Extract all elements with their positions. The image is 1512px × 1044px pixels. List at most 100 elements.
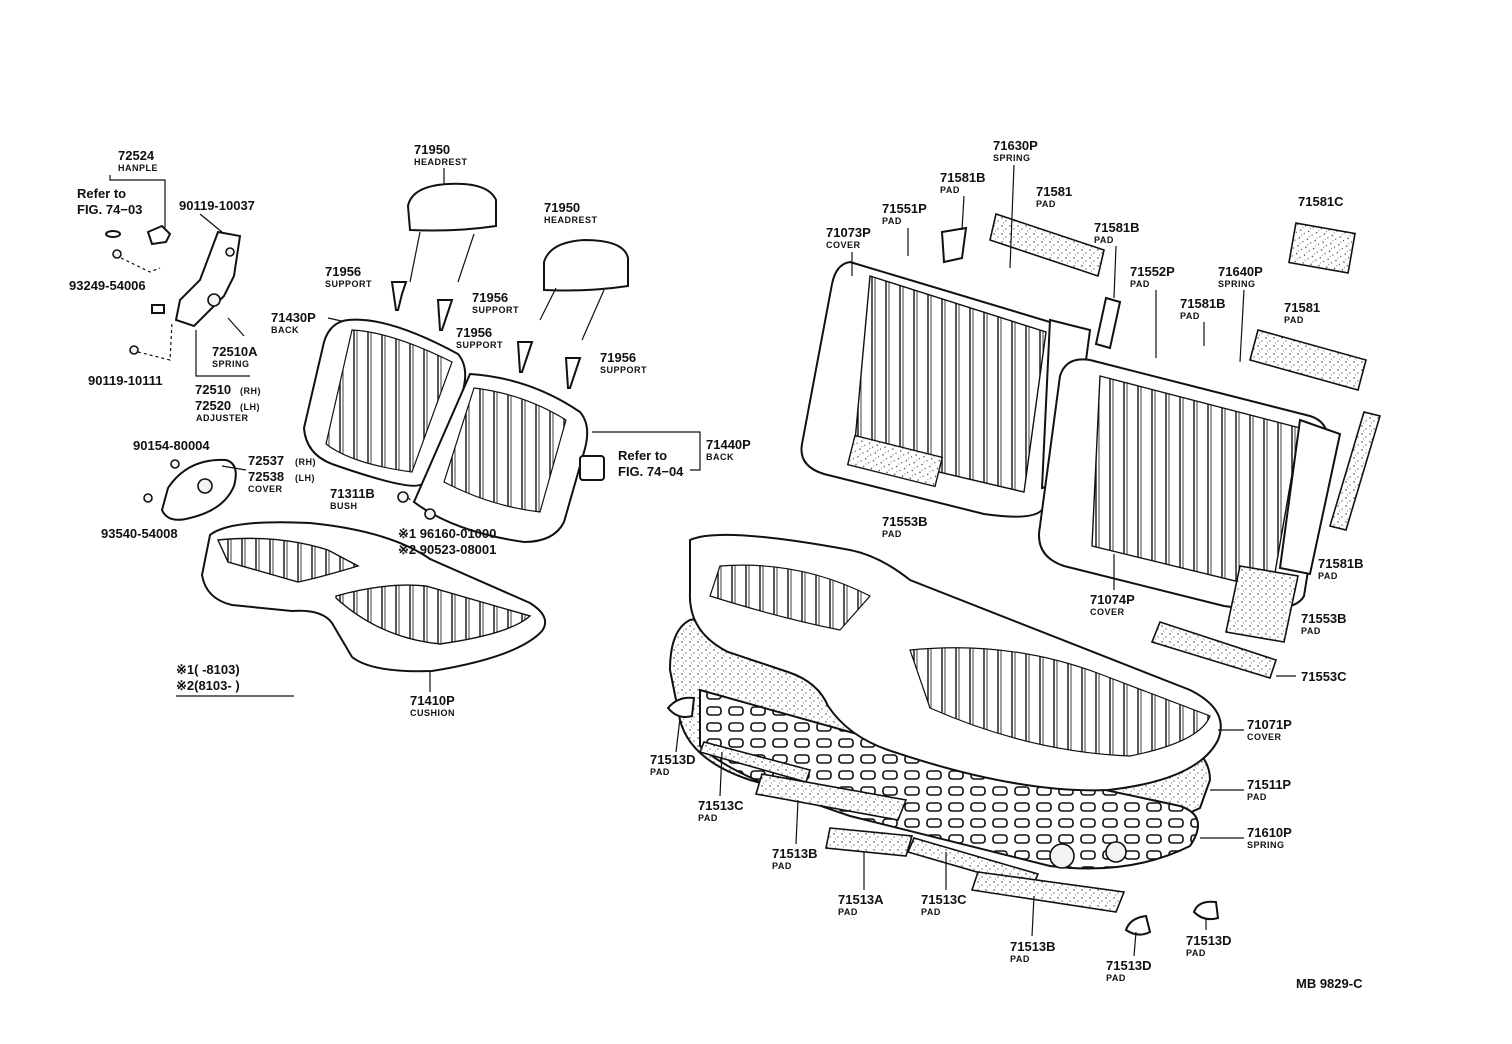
headrest-right-post-b (581, 289, 605, 341)
label-72510-num: 72510 (195, 382, 231, 397)
back-latch (579, 455, 605, 481)
label-71513c-a-num: 71513C (698, 798, 744, 813)
label-90119a: 90119-10037 (179, 198, 255, 213)
label-71610p-num: 71610P (1247, 825, 1292, 840)
label-71581b-d-sub: PAD (1318, 571, 1338, 581)
screw-90154 (170, 459, 180, 469)
seat-back-right-frame (1278, 418, 1342, 576)
label-90154: 90154-80004 (133, 438, 210, 453)
spring-71610p (699, 688, 1199, 870)
pad-71581b-a (940, 226, 968, 264)
pad-71513b-b (970, 871, 1126, 913)
label-90523: ※2 90523-08001 (398, 542, 496, 557)
label-71440p-sub: BACK (706, 452, 734, 462)
spring-72510a (227, 317, 245, 337)
label-71513c-b-num: 71513C (921, 892, 967, 907)
bush-71311b (397, 491, 409, 503)
label-71956d-num: 71956 (600, 350, 636, 365)
pad-71513d-a (666, 696, 696, 718)
leader-71513d-b (1133, 931, 1137, 957)
label-71551p-num: 71551P (882, 201, 927, 216)
label-96160: ※1 96160-01000 (398, 526, 496, 541)
pad-71513d-c (1192, 900, 1220, 921)
seat-back-left-pleats (853, 275, 1047, 493)
leader-71513c-a (719, 751, 723, 797)
label-71513c-b-sub: PAD (921, 907, 941, 917)
screw-93540 (143, 493, 153, 503)
refer2-line1: Refer to (618, 448, 667, 463)
label-71553c-num: 71553C (1301, 669, 1347, 684)
pad-71553c (1150, 621, 1278, 679)
label-71513d-c-num: 71513D (1186, 933, 1232, 948)
headrest-right-post-a (539, 287, 557, 321)
dash-90119b (137, 321, 173, 361)
back-right-pleats (443, 387, 567, 513)
adjuster-hole (225, 247, 235, 257)
label-71581b-b-sub: PAD (1094, 235, 1114, 245)
label-71956a-num: 71956 (325, 264, 361, 279)
label-71581-a-num: 71581 (1036, 184, 1072, 199)
refer1-line1: Refer to (77, 186, 126, 201)
support-b (436, 299, 454, 331)
label-71552p-sub: PAD (1130, 279, 1150, 289)
support-a (390, 281, 408, 311)
leader-71513b-b (1031, 895, 1035, 937)
label-71513d-b-sub: PAD (1106, 973, 1126, 983)
label-71311b-num: 71311B (330, 486, 375, 501)
label-71956b-sub: SUPPORT (472, 305, 519, 315)
label-71950b-num: 71950 (544, 200, 580, 215)
headrest-left (406, 182, 497, 232)
adjuster-pivot (207, 293, 221, 307)
label-72538-tag: (LH) (295, 473, 315, 483)
adjuster-cover-group: 90154-80004 72537 (RH) 72538 (LH) COVER … (101, 438, 316, 541)
pad-71581c (1288, 222, 1356, 274)
leader-71513d-a (675, 717, 681, 753)
screw-93249 (112, 249, 122, 259)
label-71956d-sub: SUPPORT (600, 365, 647, 375)
spring-coil-a (1049, 843, 1075, 869)
leader-71630p (1009, 164, 1015, 269)
pad-71513a (825, 827, 914, 857)
pad-71553b-b (1225, 565, 1299, 643)
cushion-pleats-left (216, 537, 360, 583)
spring-coil-b (1105, 841, 1127, 863)
headrest-right (543, 238, 629, 292)
label-71410p-num: 71410P (410, 693, 455, 708)
label-71956c-num: 71956 (456, 325, 492, 340)
label-71071p-sub: COVER (1247, 732, 1282, 742)
label-72520-sub: ADJUSTER (196, 413, 249, 423)
label-71581b-a-num: 71581B (940, 170, 986, 185)
label-71551p-sub: PAD (882, 216, 902, 226)
label-71630p-num: 71630P (993, 138, 1038, 153)
pad-71513d-b (1124, 914, 1152, 936)
label-71513b-a-num: 71513B (772, 846, 818, 861)
label-71956b-num: 71956 (472, 290, 508, 305)
label-72538-num: 72538 (248, 469, 284, 484)
pad-71581b-b (1094, 296, 1122, 350)
adjuster-group: 72524 HANPLE Refer to FIG. 74−03 90119-1… (69, 148, 261, 423)
label-71513a-sub: PAD (838, 907, 858, 917)
note-2: ※2(8103- ) (176, 678, 240, 693)
support-d (564, 357, 582, 389)
label-71956a-sub: SUPPORT (325, 279, 372, 289)
label-72510a-sub: SPRING (212, 359, 250, 369)
label-71581b-a-sub: PAD (940, 185, 960, 195)
label-71950a-num: 71950 (414, 142, 450, 157)
leader-71440p (592, 431, 701, 471)
label-72520-num: 72520 (195, 398, 231, 413)
cushion-71410p: 71410P CUSHION (200, 521, 546, 718)
label-71950a-sub: HEADREST (414, 157, 468, 167)
refer1-line2: FIG. 74−03 (77, 202, 142, 217)
label-71513d-c-sub: PAD (1186, 948, 1206, 958)
label-72524-num: 72524 (118, 148, 155, 163)
label-71074p-sub: COVER (1090, 607, 1125, 617)
adjuster-cover-knob (197, 478, 213, 494)
label-71552p-num: 71552P (1130, 264, 1175, 279)
refer2-line2: FIG. 74−04 (618, 464, 684, 479)
label-72510-tag: (RH) (240, 386, 261, 396)
adjuster-tab (151, 304, 165, 314)
label-71630p-sub: SPRING (993, 153, 1031, 163)
label-71430p-sub: BACK (271, 325, 299, 335)
label-72537-num: 72537 (248, 453, 284, 468)
